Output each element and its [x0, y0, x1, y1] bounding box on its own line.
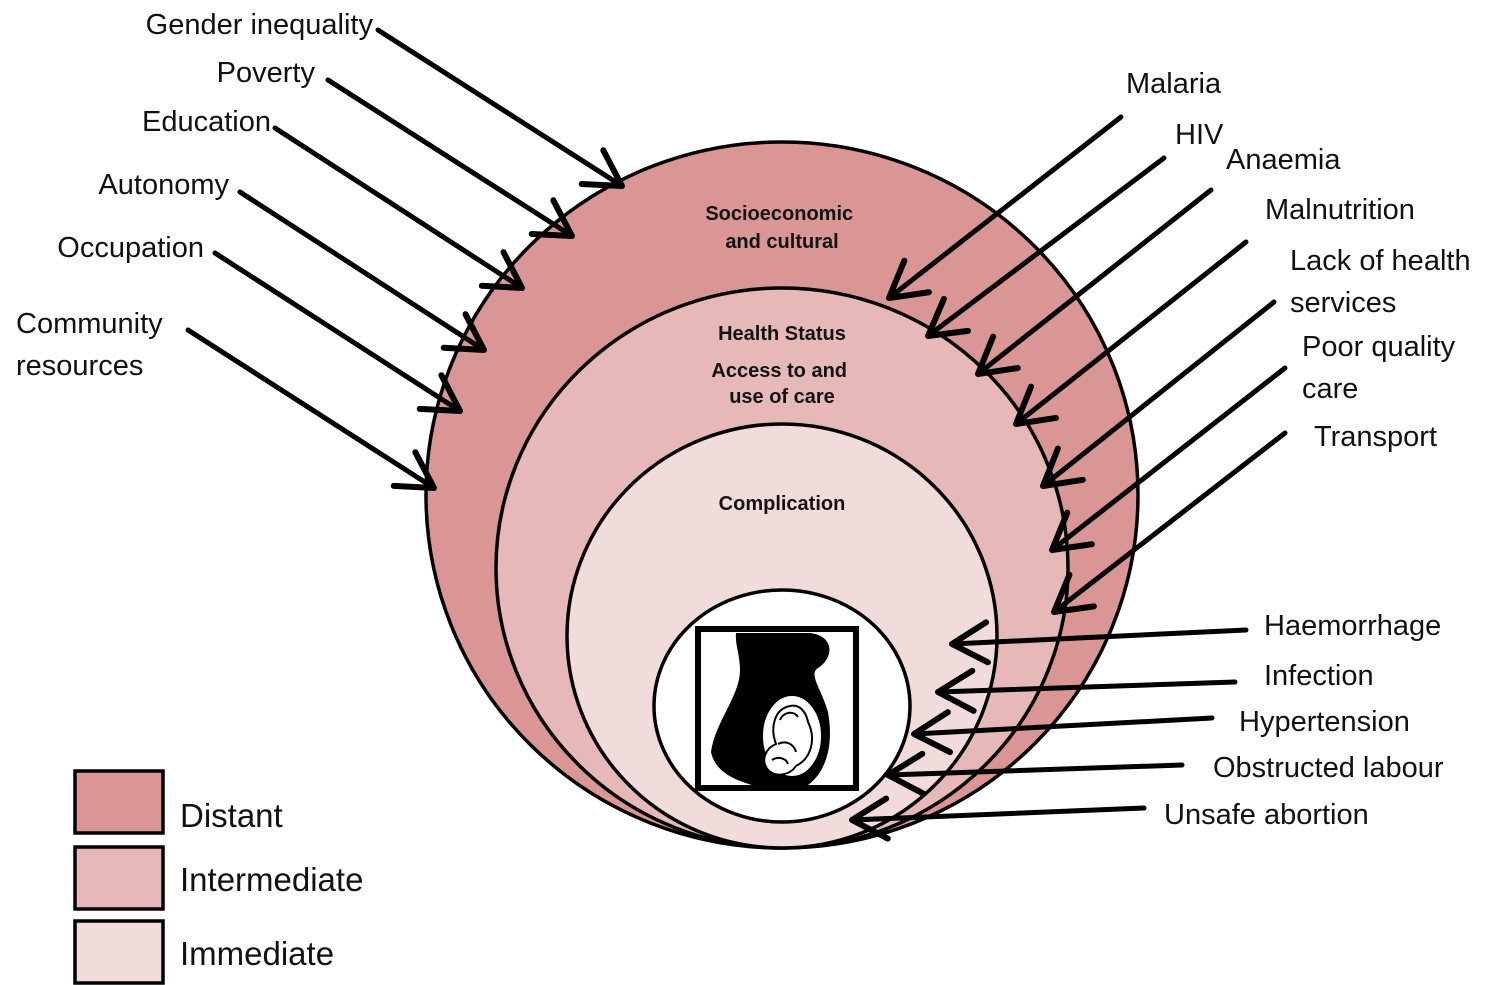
- legend-swatch-immediate: [75, 921, 163, 983]
- complication-label-obstructed-labour: Obstructed labour: [1213, 752, 1444, 784]
- legend-label-distant: Distant: [180, 797, 283, 834]
- complication-label-unsafe-abortion: Unsafe abortion: [1164, 799, 1369, 831]
- factor-label-occupation: Occupation: [57, 232, 204, 264]
- complication-label-infection: Infection: [1264, 660, 1374, 692]
- factor-label-poor-quality-care: Poor quality care: [1302, 331, 1463, 405]
- legend-label-immediate: Immediate: [180, 935, 334, 972]
- factor-label-malnutrition: Malnutrition: [1265, 194, 1415, 226]
- factor-label-hiv: HIV: [1175, 119, 1224, 151]
- arrow-occupation: [215, 253, 460, 411]
- factor-label-community-resources: Community resources: [16, 308, 171, 382]
- arrow-education: [275, 128, 522, 288]
- complication-label-haemorrhage: Haemorrhage: [1264, 610, 1441, 642]
- legend-swatch-distant: [75, 771, 163, 833]
- factor-label-autonomy: Autonomy: [98, 169, 229, 201]
- legend-swatch-intermediate: [75, 847, 163, 909]
- pregnancy-icon: [698, 629, 856, 788]
- arrow-poverty: [328, 80, 572, 236]
- arrow-community-resources: [188, 330, 434, 488]
- arrow-gender-inequality: [378, 30, 622, 186]
- factor-label-poverty: Poverty: [217, 57, 316, 89]
- intermediate-ring-label: Health Status: [718, 323, 846, 345]
- factor-label-anaemia: Anaemia: [1226, 144, 1341, 176]
- legend-label-intermediate: Intermediate: [180, 861, 363, 898]
- factor-label-education: Education: [142, 106, 271, 138]
- arrow-autonomy: [240, 192, 484, 350]
- immediate-ring-label: Complication: [719, 493, 846, 515]
- factor-label-transport: Transport: [1314, 421, 1437, 453]
- factor-label-lack-of-health-services: Lack of health services: [1290, 245, 1479, 319]
- legend: Distant Intermediate Immediate: [75, 771, 363, 983]
- complication-label-hypertension: Hypertension: [1239, 706, 1410, 738]
- factor-label-malaria: Malaria: [1126, 68, 1222, 100]
- factor-label-gender-inequality: Gender inequality: [146, 9, 374, 41]
